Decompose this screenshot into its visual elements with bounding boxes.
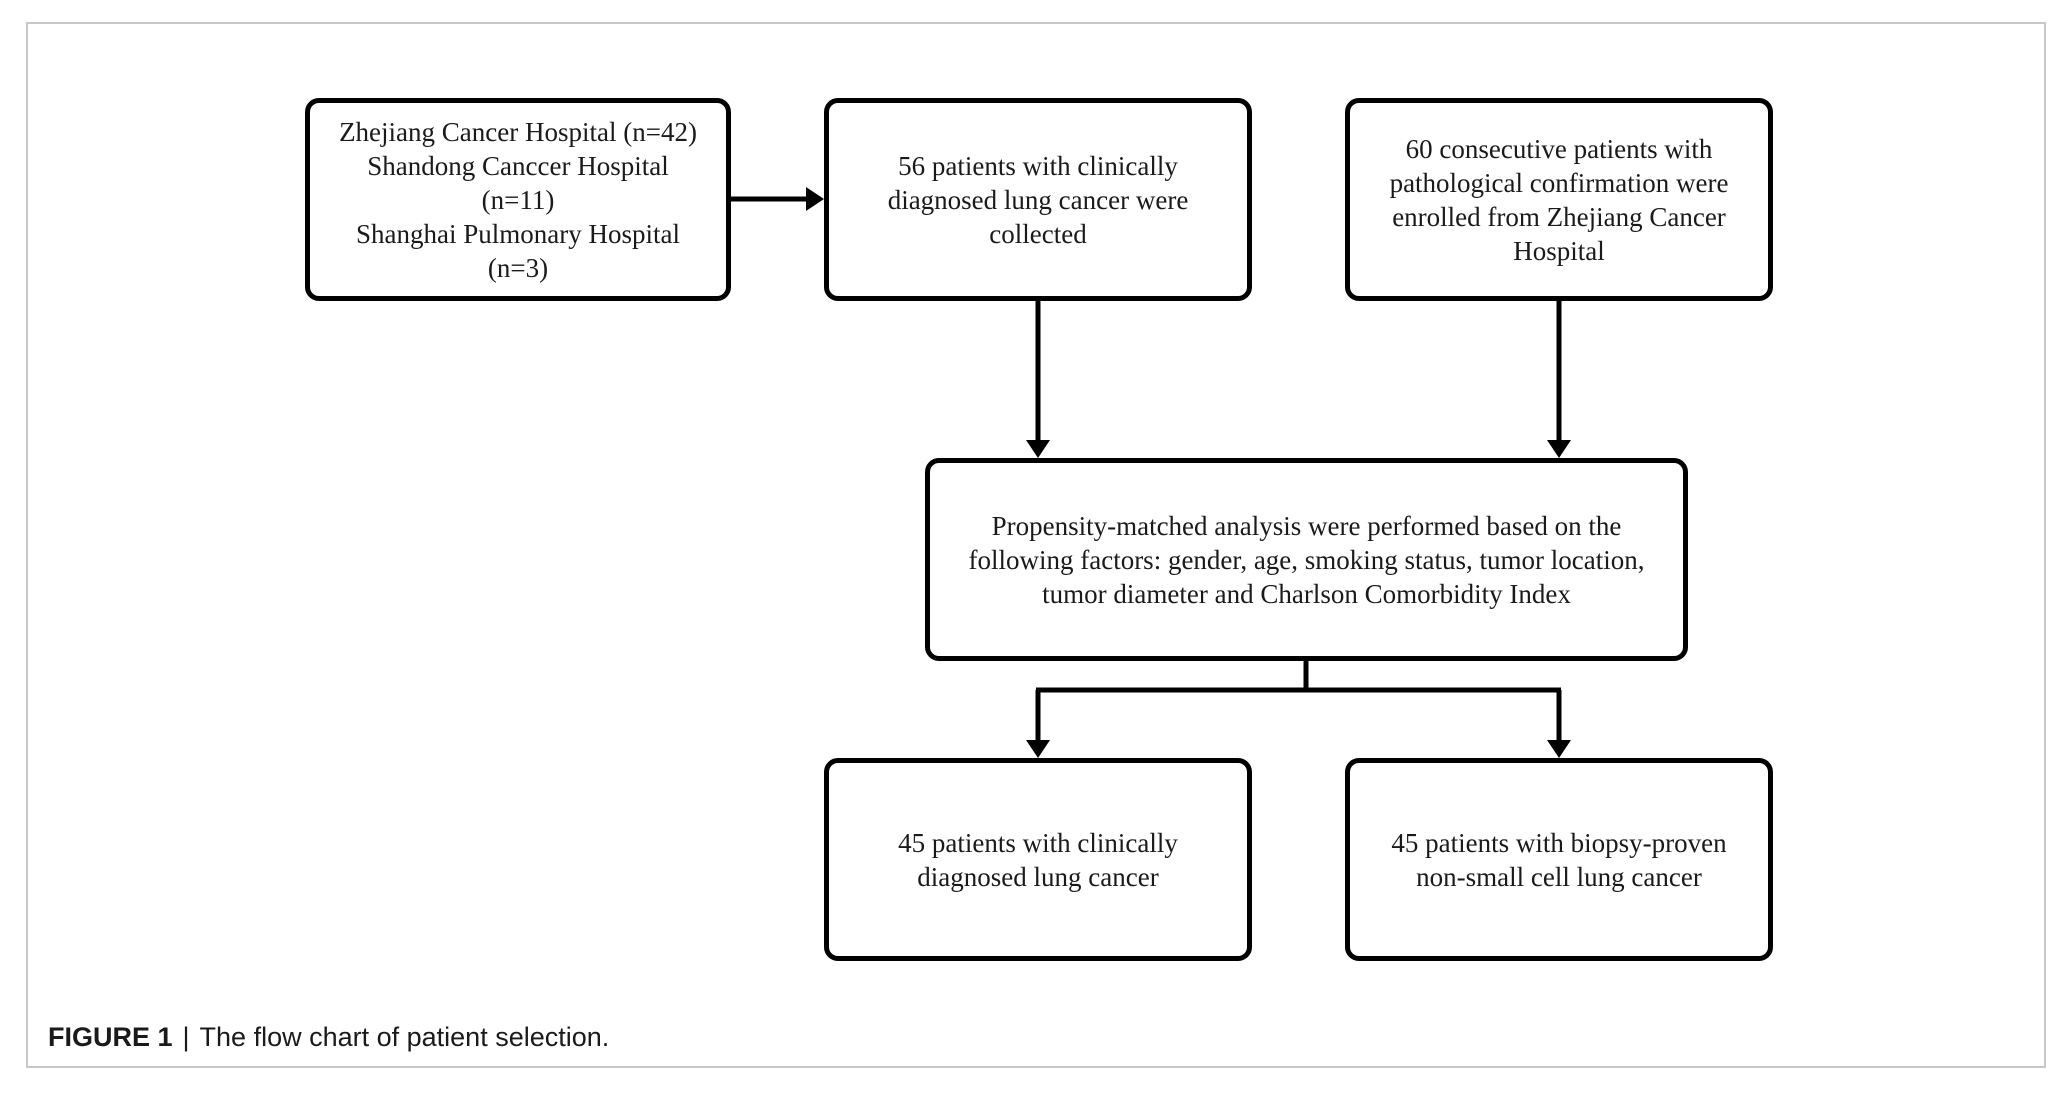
figure-frame [26,22,2046,1068]
result-pathology-box: 45 patients with biopsy-proven non-small… [1345,758,1773,961]
box-line: 45 patients with biopsy-proven [1391,827,1727,858]
box-line: 56 patients with clinically [898,150,1178,181]
box-line: Shanghai Pulmonary Hospital (n=3) [356,218,680,283]
box-line: 45 patients with clinically [898,827,1178,858]
box-line: non-small cell lung cancer [1416,861,1702,892]
arrowhead-hospitals-to-clinical [806,187,824,211]
pathology-confirmation-text: 60 consecutive patients with pathologica… [1390,132,1729,268]
source-hospitals-text: Zhejiang Cancer Hospital (n=42) Shandong… [330,115,706,285]
box-line: diagnosed lung cancer [917,861,1159,892]
box-line: Propensity-matched analysis were perform… [991,510,1622,541]
source-hospitals-box: Zhejiang Cancer Hospital (n=42) Shandong… [305,98,731,301]
box-line: tumor diameter and Charlson Comorbidity … [1042,578,1571,609]
clinical-diagnosis-box: 56 patients with clinically diagnosed lu… [824,98,1252,301]
result-clinical-box: 45 patients with clinically diagnosed lu… [824,758,1252,961]
box-line: Shandong Canccer Hospital (n=11) [367,150,669,215]
box-line: enrolled from Zhejiang Cancer [1392,201,1726,232]
box-line: diagnosed lung cancer were [887,184,1189,215]
caption-text: The flow chart of patient selection. [199,1022,610,1052]
figure-label: FIGURE 1 [48,1022,173,1052]
propensity-analysis-box: Propensity-matched analysis were perform… [925,458,1688,661]
box-line: Zhejiang Cancer Hospital (n=42) [339,116,697,147]
figure-caption: FIGURE 1 | The flow chart of patient selec… [48,1022,609,1053]
propensity-analysis-text: Propensity-matched analysis were perform… [968,509,1644,611]
arrowhead-pathology-to-propensity [1547,440,1571,458]
arrowhead-split-to-result-clinical [1026,740,1050,758]
result-pathology-text: 45 patients with biopsy-proven non-small… [1391,826,1726,894]
clinical-diagnosis-text: 56 patients with clinically diagnosed lu… [888,149,1189,251]
arrowhead-split-to-result-pathology [1547,740,1571,758]
arrowhead-clinical-to-propensity [1026,440,1050,458]
box-line: collected [989,218,1087,249]
result-clinical-text: 45 patients with clinically diagnosed lu… [898,826,1178,894]
box-line: 60 consecutive patients with [1405,133,1713,164]
caption-separator: | [182,1022,190,1052]
pathology-confirmation-box: 60 consecutive patients with pathologica… [1345,98,1773,301]
box-line: Hospital [1513,235,1605,266]
box-line: pathological confirmation were [1389,167,1729,198]
box-line: following factors: gender, age, smoking … [968,544,1645,575]
